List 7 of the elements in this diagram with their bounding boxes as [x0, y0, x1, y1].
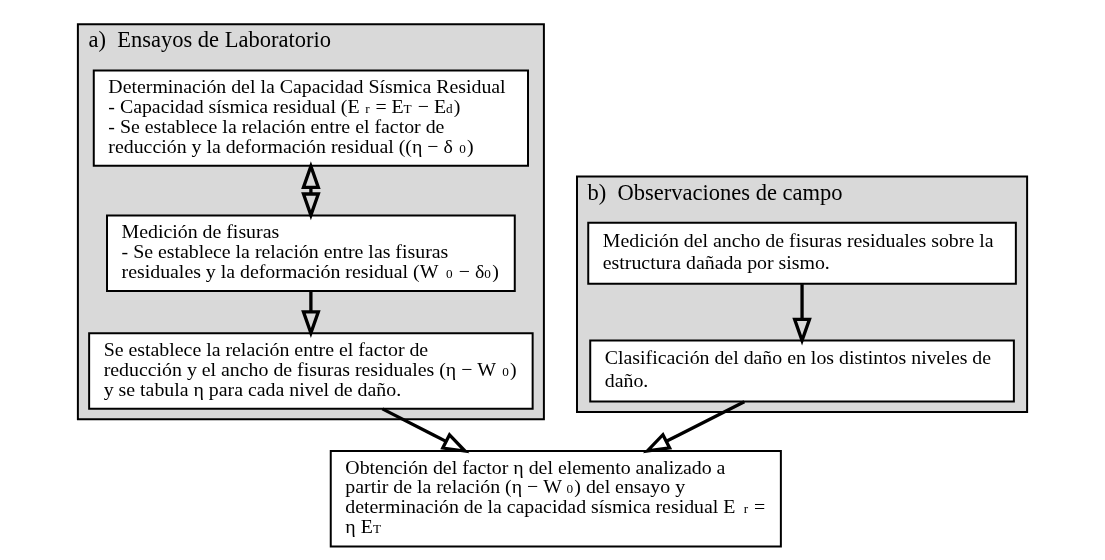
arrow [301, 161, 321, 221]
node-box: Clasificación del daño en los distintos niveles de daño. [589, 339, 1015, 403]
arrow [642, 400, 746, 454]
arrow [792, 284, 812, 346]
arrow [301, 290, 321, 339]
arrow [381, 407, 470, 454]
node-box: Medición del ancho de fisuras residuales sobre la estructura dañada por sismo. [587, 221, 1017, 285]
